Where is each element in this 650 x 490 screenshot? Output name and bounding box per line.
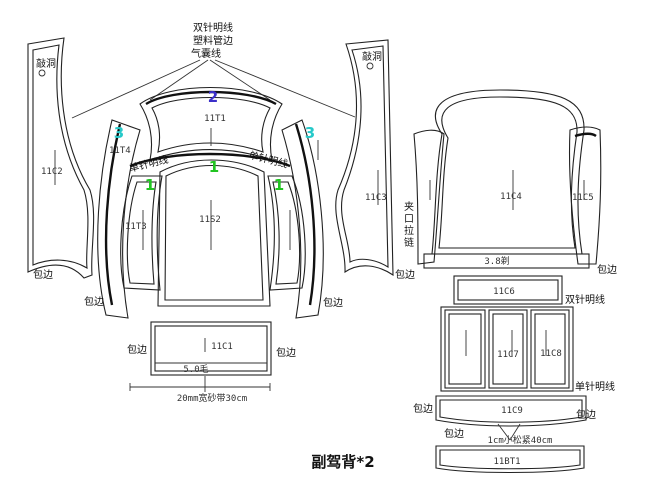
piece-11c5 — [568, 126, 602, 265]
piece-11c6 — [453, 275, 563, 305]
marker-green-1-right: 1 — [274, 176, 284, 194]
binding-label: 包边 — [33, 268, 53, 281]
binding-label-c9-right: 包边 — [576, 408, 596, 421]
marker-cyan-3-right: 3 — [305, 124, 315, 142]
tape-label: 20mm宽砂带30cm — [177, 392, 247, 404]
binding-label-c1-right: 包边 — [276, 346, 296, 359]
marker-cyan-3-left: 3 — [114, 124, 124, 142]
piece-11bt1 — [435, 445, 585, 474]
top-note-double-stitch: 双针明线 — [193, 21, 233, 34]
piece-label-11bt1: 11BT1 — [493, 457, 520, 467]
marker-green-1-center: 1 — [209, 158, 219, 176]
piece-label-11c2: 11C2 — [41, 167, 63, 177]
piece-label-11c6: 11C6 — [493, 287, 515, 297]
piece-label-11c4: 11C4 — [500, 192, 522, 202]
hole-label-left: 敲洞 — [36, 57, 56, 70]
marker-green-1-left: 1 — [145, 176, 155, 194]
piece-label-11c9: 11C9 — [501, 406, 523, 416]
strip-3-8 — [423, 253, 590, 269]
elastic-label: 1cm小松紧40cm — [488, 434, 553, 446]
piece-right-inner-side — [267, 175, 306, 291]
piece-label-11t4: 11T4 — [109, 146, 131, 156]
piece-label-11c3: 11C3 — [365, 193, 387, 203]
piece-label-11t3: 11T3 — [125, 222, 147, 232]
hair-38-label: 3.8剃 — [484, 255, 509, 267]
binding-label-c9-left: 包边 — [413, 402, 433, 415]
piece-11s2 — [157, 159, 271, 307]
piece-label-11c8: 11C8 — [540, 349, 562, 359]
single-stitch-label-left: 单针明线 — [128, 153, 170, 175]
piece-11c7-11c8-block — [440, 306, 574, 392]
piece-label-11c5: 11C5 — [572, 193, 594, 203]
marker-blue-2: 2 — [208, 88, 218, 106]
tape-strip — [129, 376, 271, 392]
top-note-airbag-line: 气囊线 — [191, 47, 221, 60]
top-note-plastic-piping: 塑料管边 — [193, 34, 233, 47]
binding-label-c5: 包边 — [597, 263, 617, 276]
hair-50-label: 5.0毛 — [183, 363, 208, 375]
piece-label-11c7: 11C7 — [497, 350, 519, 360]
binding-label-c1-left: 包边 — [127, 343, 147, 356]
clip-zipper-label: 夹口拉链 — [404, 200, 414, 249]
single-stitch-line — [129, 152, 291, 168]
piece-11t3 — [120, 175, 163, 291]
piece-label-11c1: 11C1 — [211, 342, 233, 352]
piece-label-11s2: 11S2 — [199, 215, 221, 225]
double-stitch-label: 双针明线 — [565, 293, 605, 306]
leader-lines — [71, 59, 356, 119]
binding-label-t4: 包边 — [84, 295, 104, 308]
piece-label-11t1: 11T1 — [204, 114, 226, 124]
piece-11c9 — [435, 395, 587, 441]
hole-label-right: 敲洞 — [362, 50, 382, 63]
piece-11c2 — [27, 37, 95, 279]
piece-11c4 — [431, 89, 585, 255]
binding-label-right-strip: 包边 — [323, 296, 343, 309]
piece-11c1 — [150, 321, 272, 376]
binding-label-c9-bottom: 包边 — [444, 427, 464, 440]
piece-11c3 — [335, 39, 394, 277]
piece-c4-left-flap — [413, 129, 445, 265]
piece-11t4 — [97, 119, 141, 319]
diagram-title: 副驾背*2 — [311, 453, 374, 471]
single-stitch-label-c9: 单针明线 — [575, 380, 615, 393]
binding-label-c3: 包边 — [395, 268, 415, 281]
